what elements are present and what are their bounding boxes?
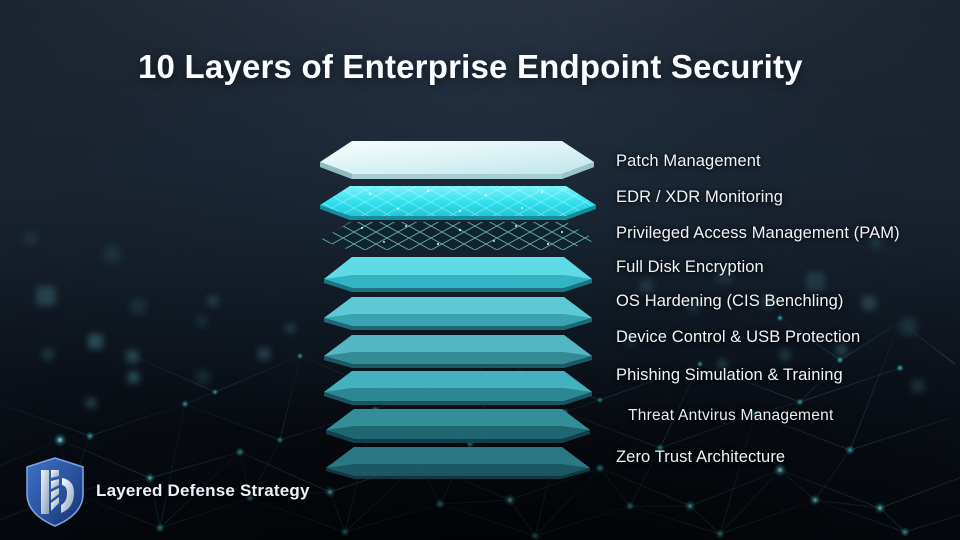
stack-plate-4[interactable] bbox=[316, 248, 600, 296]
layer-label-1: Patch Management bbox=[616, 152, 761, 170]
layer-label-9: Zero Trust Architecture bbox=[616, 448, 786, 466]
stack-plate-9[interactable] bbox=[318, 438, 598, 482]
stack-plate-2[interactable] bbox=[310, 178, 606, 226]
page-title: 10 Layers of Enterprise Endpoint Securit… bbox=[138, 48, 803, 85]
stack-plate-1[interactable] bbox=[312, 134, 604, 186]
brand-lockup: Layered Defense Strategy bbox=[24, 456, 310, 528]
stack-plate-3[interactable] bbox=[310, 214, 606, 258]
layer-label-6: Device Control & USB Protection bbox=[616, 328, 861, 346]
brand-name: Layered Defense Strategy bbox=[96, 481, 310, 500]
layer-label-2: EDR / XDR Monitoring bbox=[616, 188, 784, 206]
layer-label-8: Threat Antvirus Management bbox=[628, 407, 834, 424]
layer-label-4: Full Disk Encryption bbox=[616, 258, 764, 276]
shield-logo-icon bbox=[26, 457, 84, 527]
stack-plate-6[interactable] bbox=[316, 326, 600, 372]
stack-plate-8[interactable] bbox=[318, 400, 598, 446]
stack-plate-7[interactable] bbox=[316, 362, 600, 408]
layer-label-5: OS Hardening (CIS Benchling) bbox=[616, 292, 844, 310]
layer-label-7: Phishing Simulation & Training bbox=[616, 366, 843, 384]
layer-label-3: Privileged Access Management (PAM) bbox=[616, 224, 900, 242]
stack-plate-5[interactable] bbox=[316, 288, 600, 334]
